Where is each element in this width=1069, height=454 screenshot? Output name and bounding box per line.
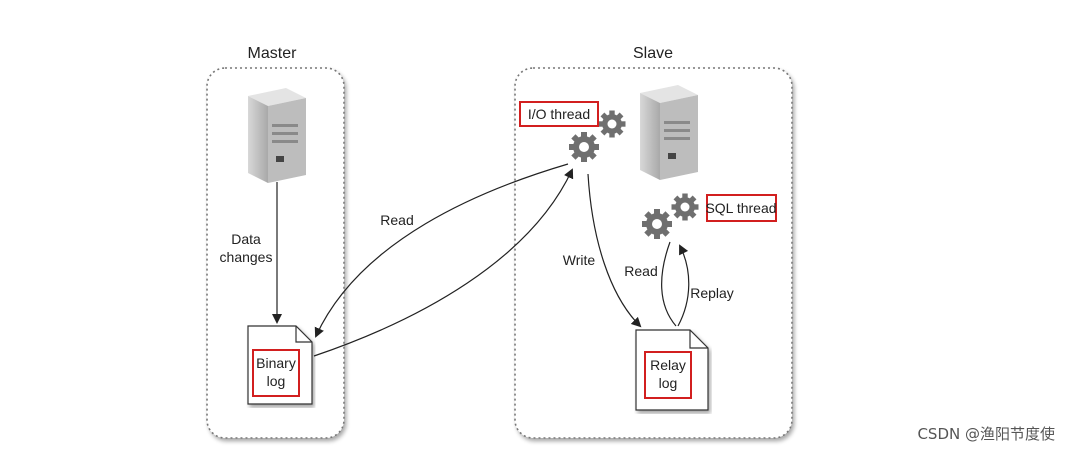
slave-server-icon	[640, 85, 698, 180]
write-label: Write	[563, 252, 596, 268]
slave-title: Slave	[633, 45, 673, 62]
sql-read-arrow	[661, 241, 677, 327]
read-response-arrow	[313, 168, 574, 357]
binary-log-document	[247, 325, 313, 405]
replay-label: Replay	[690, 285, 734, 301]
sql-read-label: Read	[624, 263, 657, 279]
relay-log-label-2: log	[659, 375, 678, 391]
master-server-icon	[248, 88, 306, 183]
io-thread-label: I/O thread	[528, 106, 590, 122]
write-arrow	[587, 173, 642, 328]
io-thread-highlight	[519, 101, 599, 127]
master-title: Master	[248, 45, 298, 62]
sql-thread-gear-icon	[642, 209, 672, 239]
binary-log-label-2: log	[267, 373, 286, 389]
data-changes-label-1: Data	[231, 231, 261, 247]
sql-thread-label: SQL thread	[705, 200, 776, 216]
binary-log-label-1: Binary	[256, 355, 296, 371]
io-thread-gear-small-icon	[598, 110, 626, 138]
sql-replay-arrow	[677, 244, 690, 327]
sql-thread-gear-small-icon	[671, 193, 699, 221]
data-changes-label-2: changes	[220, 249, 273, 265]
read-request-arrow	[314, 163, 569, 338]
sql-thread-highlight	[706, 194, 777, 222]
binary-log-highlight	[252, 349, 300, 397]
relay-log-highlight	[644, 351, 692, 399]
read-master-label: Read	[380, 212, 413, 228]
relay-log-label-1: Relay	[650, 357, 686, 373]
csdn-watermark: CSDN @渔阳节度使	[917, 425, 1055, 443]
io-thread-gear-icon	[569, 132, 599, 162]
